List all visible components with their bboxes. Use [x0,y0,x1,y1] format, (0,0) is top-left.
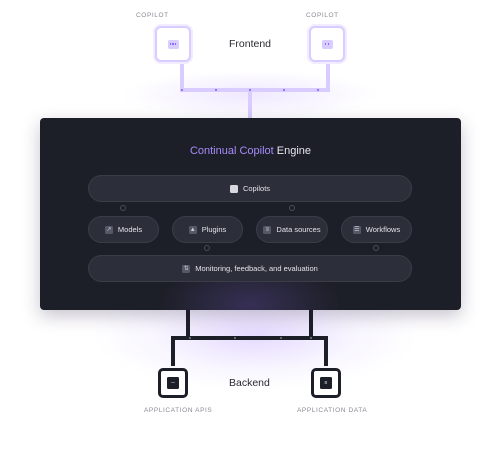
application-data-box[interactable]: ≡ [311,368,341,398]
application-apis-box[interactable]: ─ [158,368,188,398]
engine-title-engine: Engine [273,145,312,157]
frontend-wire-dots [181,89,319,91]
workflow-icon: ☰ [352,225,361,234]
models-pill[interactable]: ↗ Models [88,216,159,243]
left-copilot-label: COPILOT [136,12,169,19]
engine-title-continual: Continual [189,145,237,157]
copilots-label: Copilots [242,184,271,193]
right-copilot-widget[interactable] [309,26,345,62]
application-data-label: APPLICATION DATA [297,407,368,414]
document-icon: ≡ [320,377,332,389]
engine-title-copilot: Copilot [239,145,274,157]
connector-node [204,245,210,251]
plugins-label: Plugins [201,225,227,234]
data-sources-label: Data sources [276,225,321,234]
connector-node [120,205,126,211]
copilots-icon [229,184,238,193]
connector-node [373,245,379,251]
backend-wire-dots [189,337,312,339]
workflows-pill[interactable]: ☰ Workflows [341,216,412,243]
right-copilot-label: COPILOT [306,12,339,19]
database-icon: ≡ [263,225,272,234]
sparkle-chat-icon [321,39,333,49]
plug-icon: ▲ [188,225,197,234]
engine-title: Continual Copilot Engine [40,145,461,157]
chat-bubble-icon [167,39,179,49]
data-sources-pill[interactable]: ≡ Data sources [256,216,328,243]
frontend-heading: Frontend [229,38,272,50]
monitoring-pill[interactable]: ⇅ Monitoring, feedback, and evaluation [88,255,412,282]
monitoring-icon: ⇅ [182,264,191,273]
workflows-label: Workflows [365,225,401,234]
models-label: Models [117,225,143,234]
application-apis-label: APPLICATION APIs [144,407,213,414]
left-copilot-widget[interactable] [155,26,191,62]
frontend-wires [180,62,330,118]
monitoring-label: Monitoring, feedback, and evaluation [195,264,318,273]
copilots-pill[interactable]: Copilots [88,175,412,202]
backend-wires [171,310,328,366]
plugins-pill[interactable]: ▲ Plugins [172,216,243,243]
key-icon: ─ [167,377,179,389]
backend-heading: Backend [229,377,270,389]
chart-icon: ↗ [104,225,113,234]
connector-node [289,205,295,211]
